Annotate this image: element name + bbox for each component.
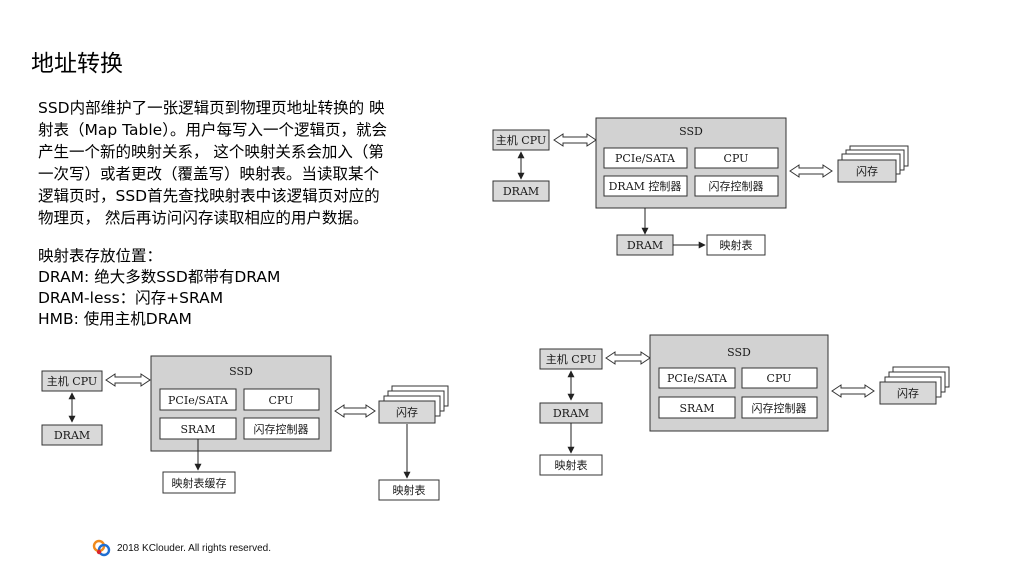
paragraph-line: SSD内部维护了一张逻辑页到物理页地址转换的 映: [38, 99, 385, 117]
map-cache-label: 映射表缓存: [172, 476, 227, 490]
cpu-label: CPU: [724, 152, 749, 165]
map-table-box: [378, 479, 440, 501]
host-cpu-box: [539, 348, 603, 370]
cpu-label: CPU: [767, 372, 792, 385]
page-title: 地址转换: [31, 51, 123, 77]
cpu-label: CPU: [269, 394, 294, 407]
dram-controller-label: DRAM 控制器: [609, 179, 682, 193]
ssd-flash-double-arrow: [334, 404, 376, 418]
ssd-flash-double-arrow: [789, 164, 833, 178]
flash-stack: 闪存: [378, 385, 449, 424]
host-cpu-box: [492, 129, 550, 151]
sram-label: SRAM: [679, 402, 714, 415]
host-ssd-double-arrow: [553, 133, 597, 147]
pcie-sata-label: PCIe/SATA: [667, 372, 728, 385]
paragraph-line: 产生一个新的映射关系， 这个映射关系会加入（第: [38, 143, 384, 161]
ssd-flash-double-arrow: [831, 384, 875, 398]
diagram-hmb: 主机 CPU DRAM 映射表 SSD PCIe/SATA CPU SRAM 闪…: [539, 334, 950, 476]
ssd-label: SSD: [727, 346, 751, 359]
flash-controller-box: [243, 417, 320, 440]
host-cpu-box: [41, 370, 103, 392]
ssd-dram-label: DRAM: [627, 239, 663, 252]
flash-controller-box: [741, 396, 818, 419]
map-table-label: 映射表: [393, 483, 426, 497]
map-table-box: [539, 454, 603, 476]
host-cpu-label: 主机 CPU: [546, 352, 596, 366]
sram-box: [658, 396, 736, 419]
kclouder-logo-icon: [92, 539, 111, 557]
host-ssd-double-arrow: [105, 373, 151, 387]
flash-stack: 闪存: [879, 366, 950, 405]
host-dram-label: DRAM: [503, 185, 539, 198]
host-dram-label: DRAM: [54, 429, 90, 442]
flash-controller-label: 闪存控制器: [709, 179, 764, 193]
dram-controller-box: [603, 175, 688, 197]
host-dram-label: DRAM: [553, 407, 589, 420]
cpu-box: [243, 388, 320, 411]
paragraph-line: 物理页， 然后再访问闪存读取相应的用户数据。: [38, 209, 369, 227]
host-dram-box: [41, 424, 103, 446]
pcie-sata-box: [658, 367, 736, 389]
diagram-dram: 主机 CPU DRAM SSD PCIe/SATA CPU DRAM 控制器 闪…: [492, 117, 909, 256]
map-table-box: [706, 234, 766, 256]
paragraph-line: 一次写）或者更改（覆盖写）映射表。当读取某个: [38, 165, 380, 183]
flash-stack: 闪存: [837, 145, 909, 183]
storage-item-hmb: HMB: 使用主机DRAM: [38, 310, 192, 328]
pcie-sata-label: PCIe/SATA: [168, 394, 229, 407]
cpu-box: [741, 367, 818, 389]
sram-label: SRAM: [180, 423, 215, 436]
ssd-label: SSD: [679, 125, 703, 138]
copyright-text: 2018 KClouder. All rights reserved.: [117, 542, 271, 554]
paragraph-line: 逻辑页时，SSD首先查找映射表中该逻辑页对应的: [38, 187, 380, 205]
pcie-sata-label: PCIe/SATA: [615, 152, 676, 165]
storage-location-list: 映射表存放位置： DRAM: 绝大多数SSD都带有DRAM DRAM-less：…: [38, 246, 280, 330]
storage-item-dram-less: DRAM-less：闪存+SRAM: [38, 289, 224, 307]
pcie-sata-box: [603, 147, 688, 169]
map-table-label: 映射表: [720, 238, 753, 252]
flash-controller-label: 闪存控制器: [752, 401, 807, 415]
pcie-sata-box: [159, 388, 237, 411]
flash-label: 闪存: [897, 386, 919, 400]
storage-item-dram: DRAM: 绝大多数SSD都带有DRAM: [38, 268, 281, 286]
host-ssd-double-arrow: [605, 351, 651, 365]
map-table-label: 映射表: [555, 458, 588, 472]
footer: 2018 KClouder. All rights reserved.: [92, 538, 271, 558]
cpu-box: [694, 147, 779, 169]
flash-controller-box: [694, 175, 779, 197]
flash-controller-label: 闪存控制器: [254, 422, 309, 436]
map-cache-box: [162, 471, 236, 494]
host-cpu-label: 主机 CPU: [47, 374, 97, 388]
diagram-dram-less: 主机 CPU DRAM SSD PCIe/SATA CPU SRAM 闪存控制器…: [41, 355, 449, 501]
description-paragraph: SSD内部维护了一张逻辑页到物理页地址转换的 映 射表（Map Table）。用…: [38, 97, 446, 229]
host-dram-box: [492, 180, 550, 202]
storage-heading: 映射表存放位置：: [38, 247, 163, 265]
paragraph-line: 射表（Map Table）。用户每写入一个逻辑页，就会: [38, 121, 387, 139]
ssd-label: SSD: [229, 365, 253, 378]
host-cpu-label: 主机 CPU: [496, 133, 546, 147]
flash-label: 闪存: [396, 405, 418, 419]
flash-label: 闪存: [856, 164, 878, 178]
